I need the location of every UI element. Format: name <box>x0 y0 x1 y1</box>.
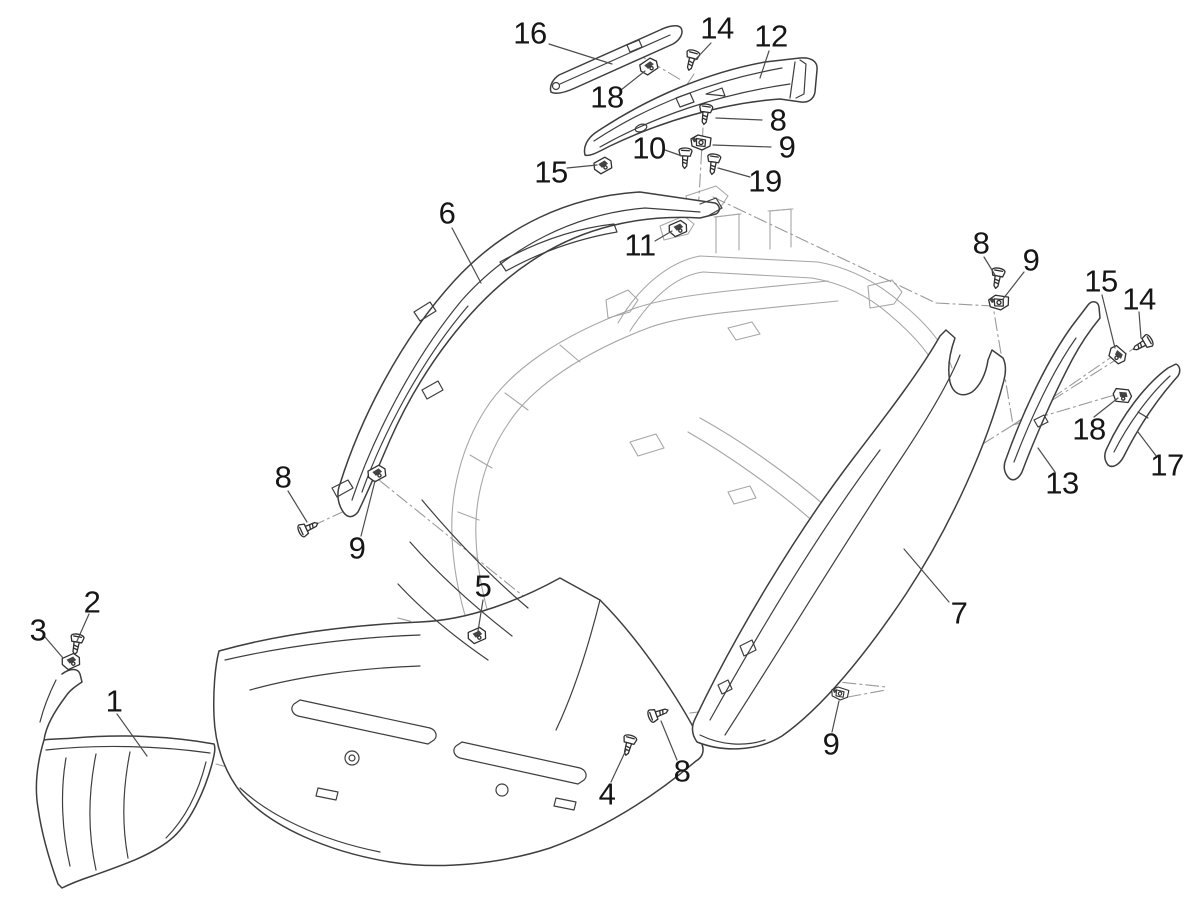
screw-icon <box>677 147 693 170</box>
clip-nut-icon <box>987 293 1011 312</box>
callout-9-top: 9 <box>778 129 796 165</box>
callout-15-right: 15 <box>1084 263 1118 299</box>
callout-16: 16 <box>513 15 547 51</box>
callout-14-right: 14 <box>1122 281 1156 317</box>
callout-8-bottom: 8 <box>673 753 691 789</box>
part-1-front-shield <box>35 668 216 889</box>
part-6-left-side-cover <box>331 191 723 518</box>
callout-5: 5 <box>474 568 492 604</box>
screw-icon <box>295 516 322 539</box>
callout-4: 4 <box>598 776 616 812</box>
callout-15-top: 15 <box>534 154 568 190</box>
callout-8-right: 8 <box>972 225 990 261</box>
callout-8-left: 8 <box>274 459 292 495</box>
screw-icon <box>67 632 86 657</box>
screw-icon <box>696 102 714 126</box>
callout-2: 2 <box>83 584 101 620</box>
clip-icon <box>1110 384 1134 407</box>
part-17-small-trim <box>1104 363 1181 468</box>
part-16-upper-trim <box>549 25 683 94</box>
callout-19: 19 <box>748 163 782 199</box>
callout-7: 7 <box>950 595 968 631</box>
callout-17: 17 <box>1150 447 1184 483</box>
floorboard-panel <box>213 499 704 867</box>
callout-18-top: 18 <box>590 79 624 115</box>
callout-12: 12 <box>754 18 788 54</box>
clip-icon <box>60 651 82 672</box>
callout-6: 6 <box>438 195 456 231</box>
callout-11: 11 <box>624 227 656 263</box>
callout-10: 10 <box>632 130 666 166</box>
callout-leader-lines <box>44 42 1158 783</box>
part-7-right-side-cover <box>691 329 1007 750</box>
callout-1: 1 <box>105 683 123 719</box>
screw-icon <box>1129 332 1156 356</box>
callout-3: 3 <box>29 612 47 648</box>
screw-icon <box>681 48 702 73</box>
callout-13: 13 <box>1045 465 1079 501</box>
screw-icon <box>704 152 722 176</box>
callout-9-bottom: 9 <box>822 726 840 762</box>
callout-8-top: 8 <box>769 102 787 138</box>
callout-9-left: 9 <box>348 530 366 566</box>
callout-14-top: 14 <box>700 10 734 46</box>
callout-9-right: 9 <box>1022 242 1040 278</box>
clip-nut-icon <box>690 134 712 151</box>
part-13-rear-trim <box>1003 301 1101 481</box>
clip-icon <box>1105 342 1130 368</box>
callout-18-right: 18 <box>1072 411 1106 447</box>
clip-nut-icon <box>830 685 850 702</box>
